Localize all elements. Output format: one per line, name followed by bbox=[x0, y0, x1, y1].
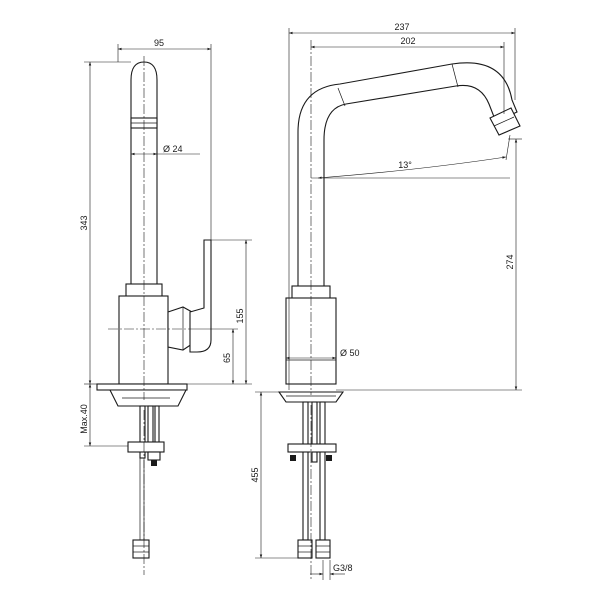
side-lever-handle bbox=[189, 239, 212, 353]
dim-155: 155 bbox=[235, 308, 245, 323]
dim-65: 65 bbox=[222, 353, 232, 363]
dim-95: 95 bbox=[154, 38, 164, 48]
side-hose-fitting bbox=[132, 539, 150, 559]
dim-202: 202 bbox=[400, 36, 415, 46]
side-dimensions: 95 Ø 24 343 Max.40 155 65 bbox=[79, 38, 252, 447]
front-hose-fitting-left bbox=[297, 539, 313, 559]
dim-diameter-50: Ø 50 bbox=[340, 348, 360, 358]
side-body bbox=[118, 295, 169, 385]
dim-455: 455 bbox=[250, 467, 260, 482]
side-lever-joint bbox=[167, 306, 193, 351]
dim-g3-8: G3/8 bbox=[333, 563, 353, 573]
dim-max-40: Max.40 bbox=[79, 404, 89, 434]
front-view bbox=[277, 40, 521, 580]
dim-274: 274 bbox=[505, 254, 515, 269]
side-mount-nut bbox=[127, 441, 165, 453]
front-hose-fitting-right bbox=[315, 539, 331, 559]
dim-diameter-24: Ø 24 bbox=[163, 144, 183, 154]
dim-343: 343 bbox=[79, 215, 89, 230]
dim-237: 237 bbox=[394, 22, 409, 32]
front-dimensions: 237 202 13° 274 Ø 50 455 G3/8 bbox=[250, 22, 522, 580]
dim-angle-13: 13° bbox=[398, 160, 412, 170]
side-base-plate bbox=[96, 383, 188, 391]
side-view bbox=[96, 56, 212, 575]
front-base-plate bbox=[277, 391, 345, 403]
front-mount-bar bbox=[287, 443, 337, 453]
front-spout bbox=[297, 62, 518, 288]
